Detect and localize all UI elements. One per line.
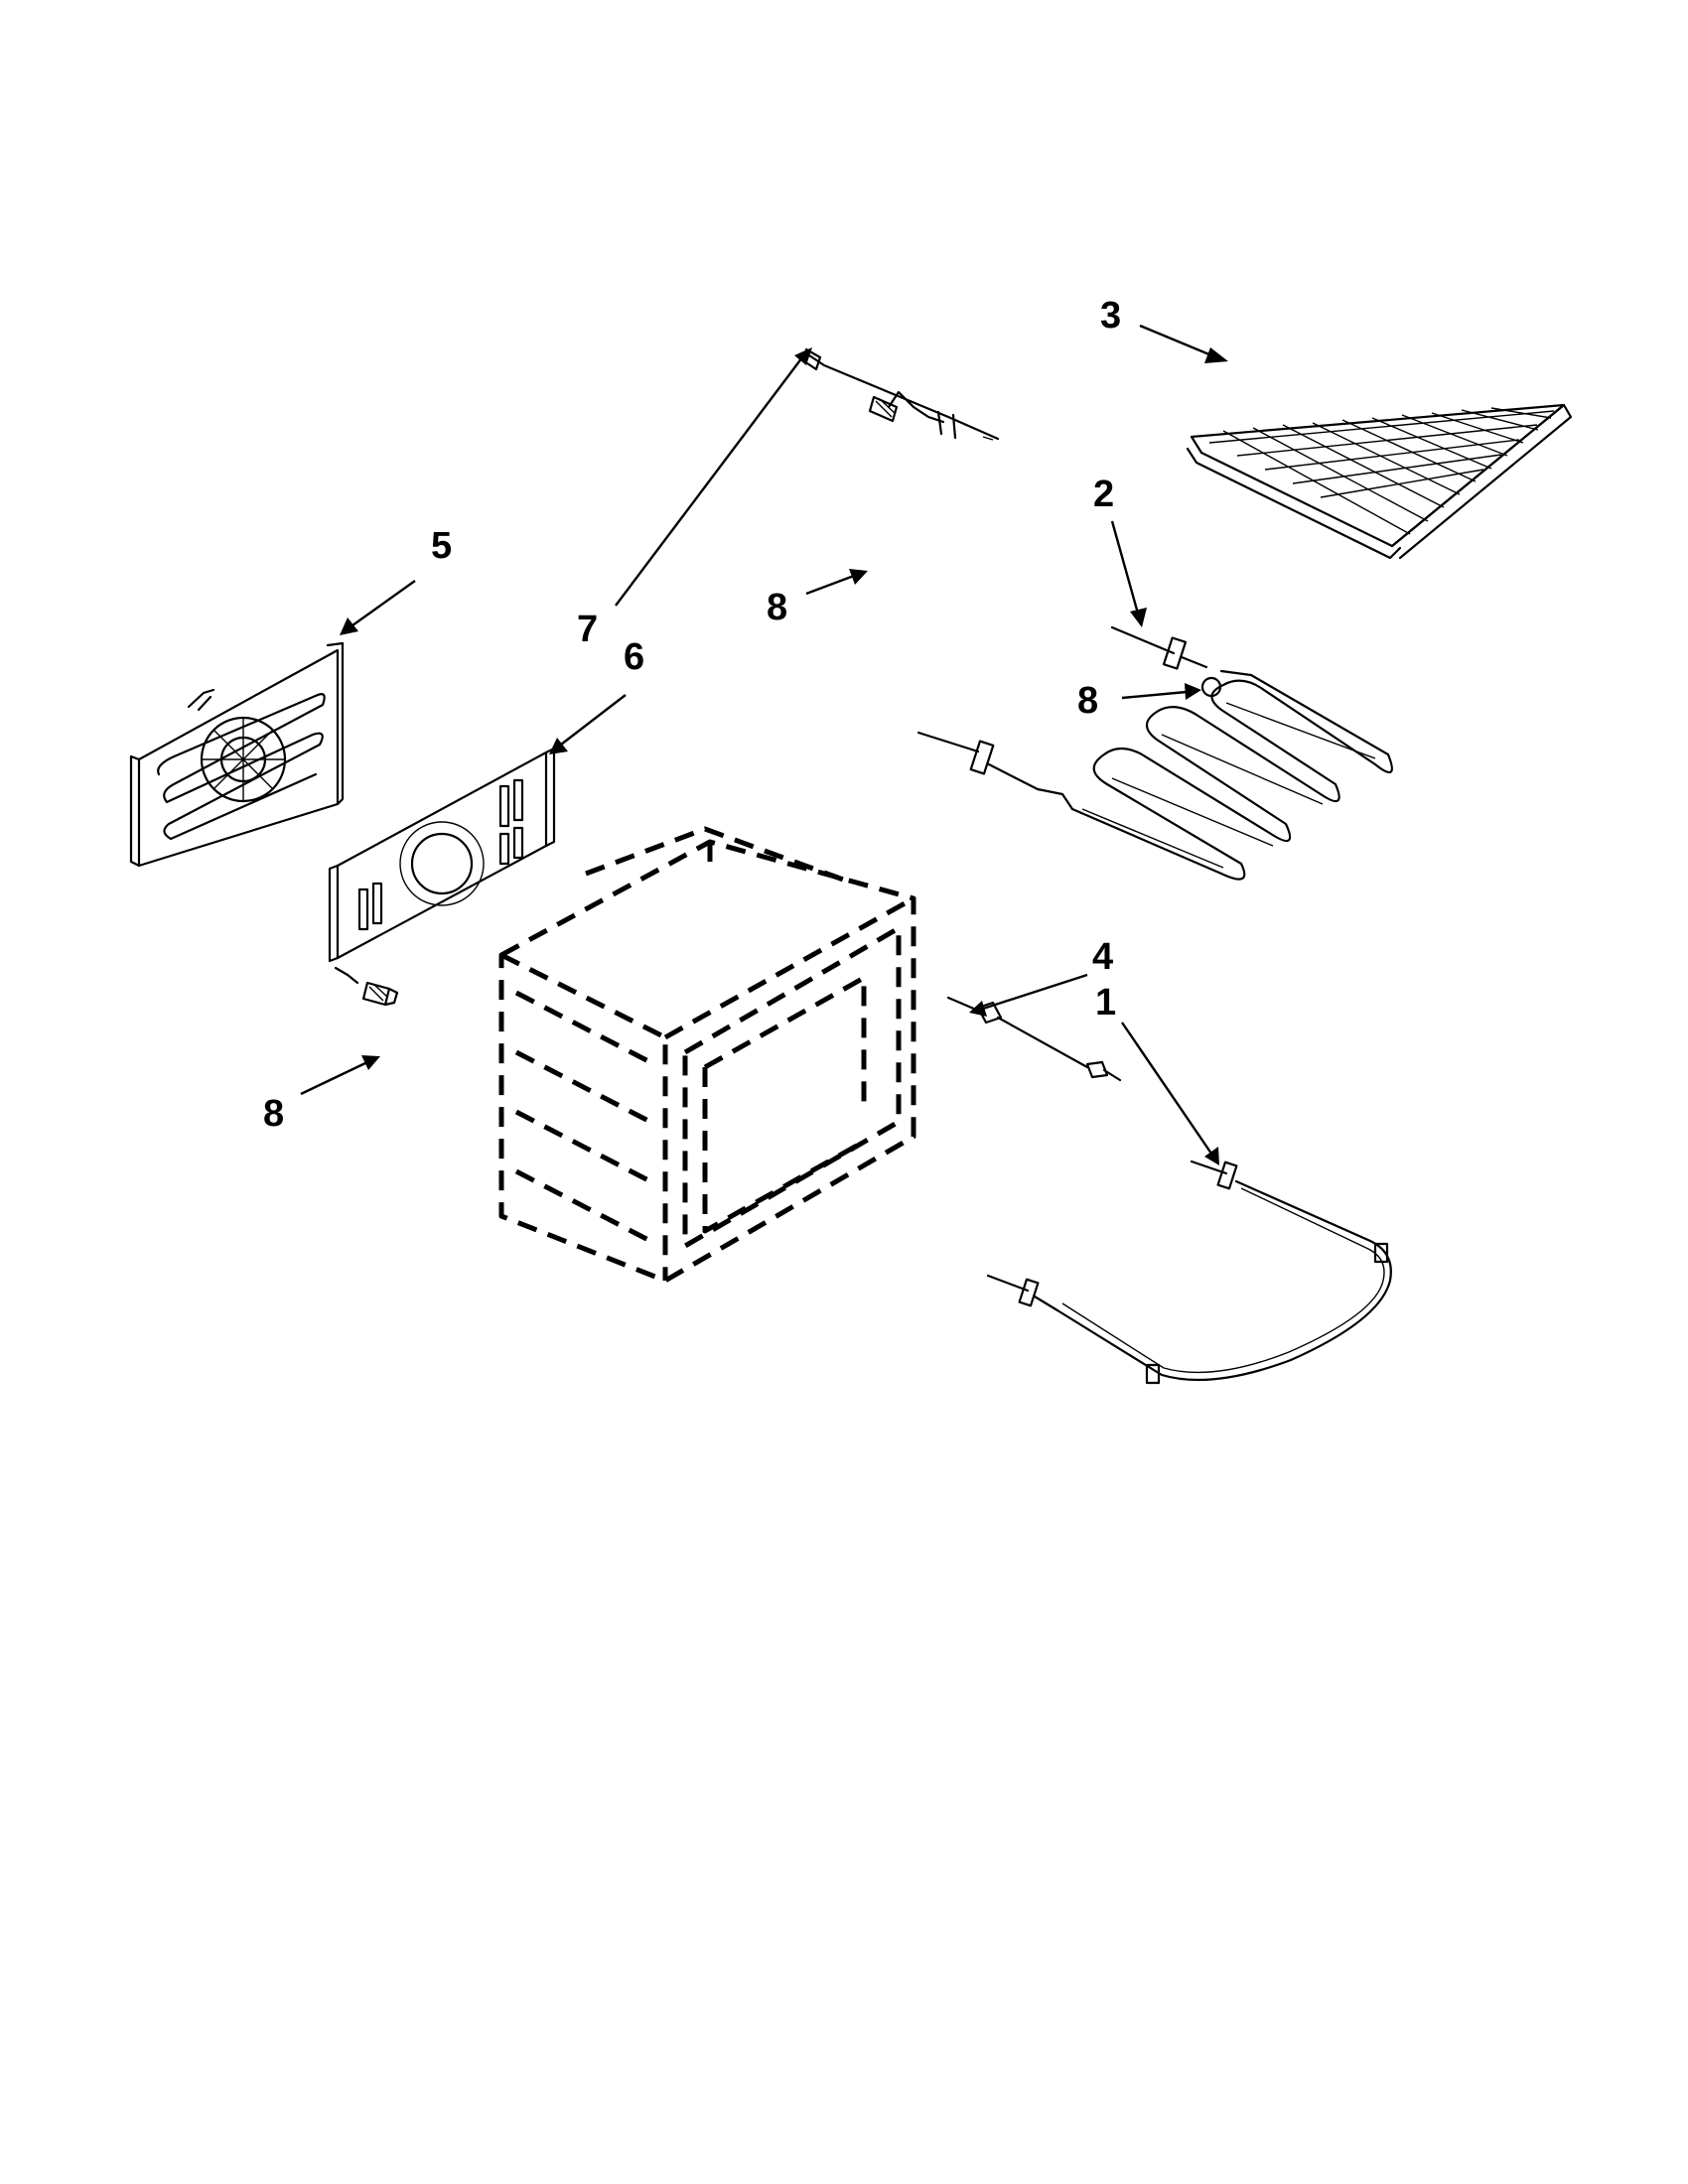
callout-8: 8 (1077, 680, 1098, 722)
callout-6: 6 (624, 636, 644, 678)
broil-element (916, 625, 1393, 881)
callout-arrows (300, 324, 1228, 1165)
callout-2: 2 (1093, 474, 1114, 515)
fan-cover (328, 747, 556, 985)
temperature-sensor-7 (802, 347, 1000, 441)
callout-7: 7 (577, 609, 598, 650)
callout-8: 8 (767, 587, 787, 628)
convection-fan-assembly (129, 641, 345, 868)
callout-1: 1 (1095, 982, 1116, 1024)
oven-rack (1186, 403, 1573, 560)
callout-5: 5 (431, 525, 452, 567)
bake-element (986, 1160, 1392, 1385)
oven-cavity-reference (498, 826, 916, 1284)
callout-8: 8 (263, 1093, 284, 1135)
screw-8-lower (361, 981, 399, 1007)
callout-labels: 3 2 8 5 7 8 6 4 1 8 (263, 295, 1121, 1135)
callout-4: 4 (1092, 936, 1113, 978)
callout-3: 3 (1100, 295, 1121, 337)
oven-sensor-probe (946, 996, 1122, 1082)
